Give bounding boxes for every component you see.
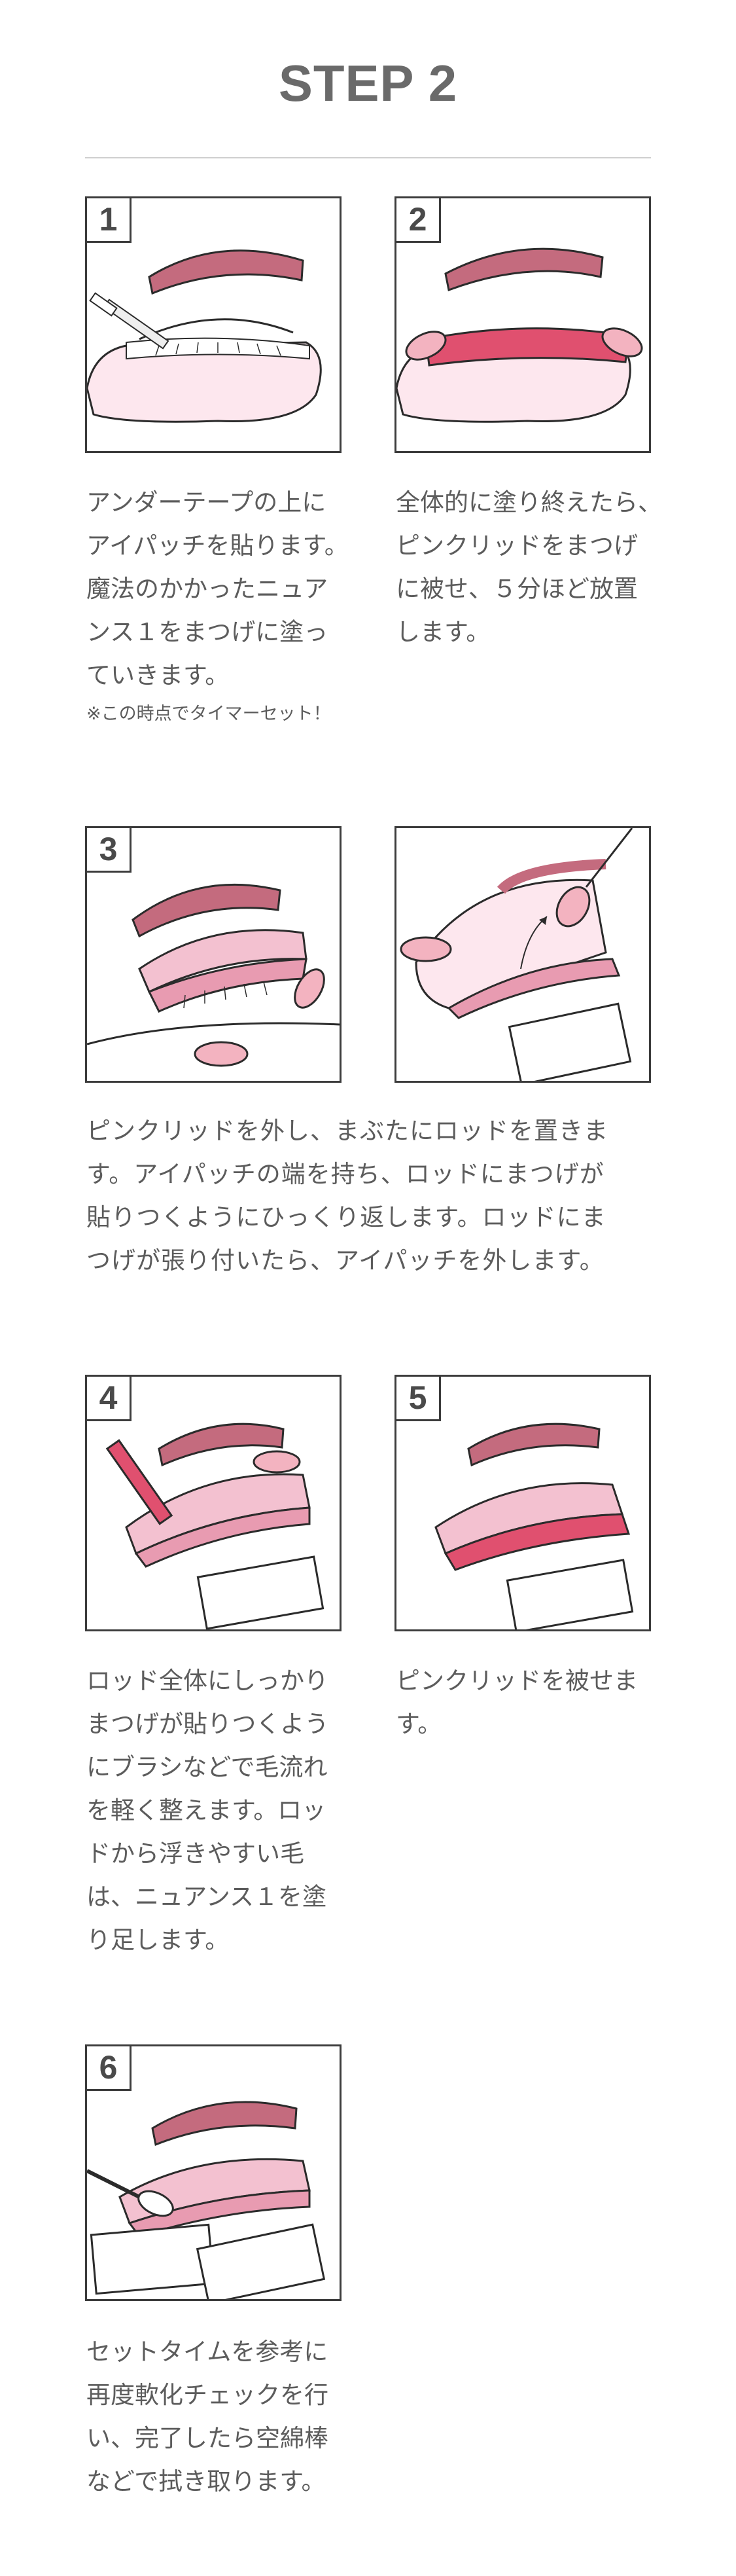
step-5-text: ピンクリッドを被せま す。 — [396, 1667, 638, 1738]
step-2-illustration: 2 — [394, 196, 651, 453]
step-2-text: 全体的に塗り終えたら、 ピンクリッドをまつげ に被せ、５分ほど放置 します。 — [396, 488, 662, 646]
step-1-text: アンダーテープの上に アイパッチを貼ります。 魔法のかかったニュア ンス１をまつ… — [86, 488, 349, 689]
step-5-number: 5 — [396, 1377, 441, 1421]
rod-placement-illustration — [87, 884, 340, 1067]
title-divider — [85, 157, 651, 158]
step-2-number: 2 — [396, 198, 441, 243]
step-6-text: セットタイムを参考に 再度軟化チェックを行 い、完了したら空綿棒 などで拭き取り… — [86, 2338, 328, 2495]
step-6-number: 6 — [87, 2046, 131, 2091]
page-title: STEP 2 — [278, 54, 458, 112]
step-1-illustration: 1 — [85, 196, 342, 453]
step-4-illustration: 4 — [85, 1375, 342, 1631]
step-3-number: 3 — [87, 828, 131, 873]
pink-lid-covering-illustration — [396, 247, 643, 423]
eye-patch-flip-illustration — [400, 828, 633, 1081]
step-4-text: ロッド全体にしっかり まつげが貼りつくよう にブラシなどで毛流れ を軽く整えます… — [86, 1667, 329, 1954]
cotton-swab-wiping-illustration — [87, 2101, 326, 2299]
pink-lid-over-rod-illustration — [434, 1423, 634, 1629]
brush-styling-lashes-illustration — [105, 1423, 324, 1629]
step-3-text: ピンクリッドを外し、まぶたにロッドを置きま す。アイパッチの端を持ち、ロッドにま… — [86, 1117, 608, 1275]
step-4-number: 4 — [87, 1377, 131, 1421]
step-1-number: 1 — [87, 198, 131, 243]
step-3-illustration: 3 — [85, 826, 342, 1083]
eye-patch-applying-nuance-illustration — [87, 249, 322, 423]
step-5-illustration: 5 — [394, 1375, 651, 1631]
step-1-note: ※この時点でタイマーセット！ — [86, 704, 331, 724]
step-3-flip-illustration — [394, 826, 651, 1083]
step-6-illustration: 6 — [85, 2044, 342, 2301]
